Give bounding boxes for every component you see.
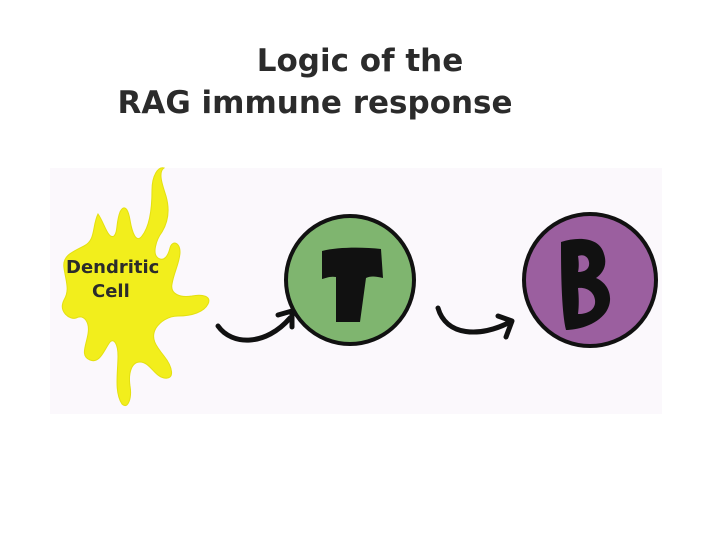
arrow-dc-to-t [215, 315, 293, 343]
title-line-2: RAG immune response [117, 85, 513, 121]
dendritic-cell-shape [62, 167, 210, 406]
dendritic-cell-label: Dendritic Cell [66, 256, 186, 304]
dendritic-cell-label-line-2: Cell [92, 281, 130, 302]
arrow-head-2 [495, 313, 515, 340]
arrow-t-to-b [435, 305, 513, 335]
diagram-title: Logic of the RAG immune response [0, 40, 690, 124]
title-line-1: Logic of the [256, 43, 464, 79]
dendritic-cell-label-line-1: Dendritic [66, 257, 160, 278]
t-letter-shape [322, 247, 383, 322]
b-letter-shape [561, 238, 611, 330]
